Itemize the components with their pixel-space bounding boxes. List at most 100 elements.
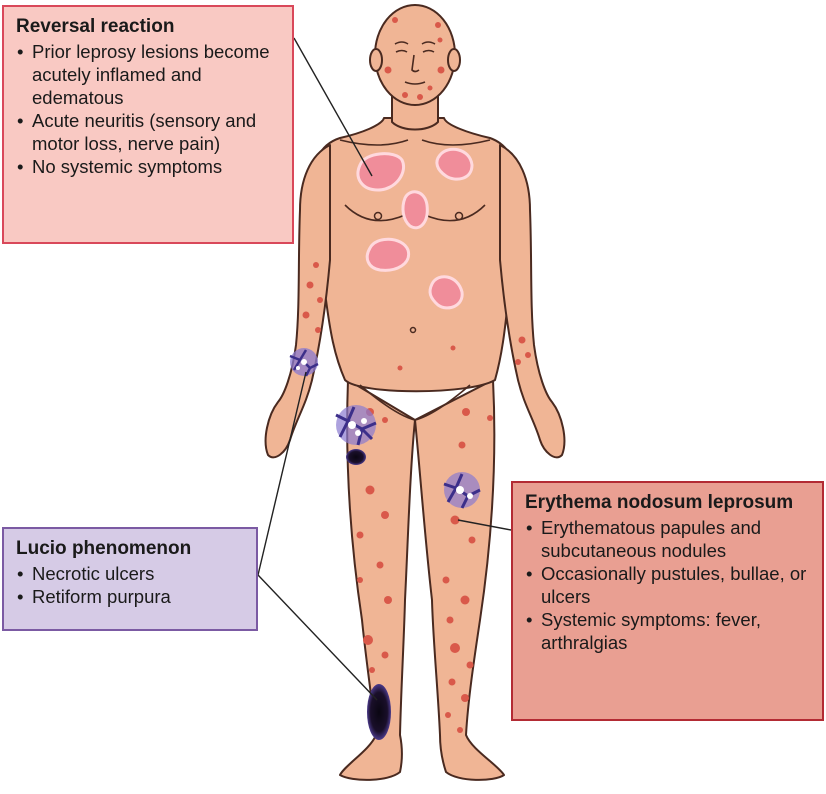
enl-nodule xyxy=(450,643,460,653)
enl-nodule xyxy=(381,651,389,659)
enl-nodule xyxy=(458,441,466,449)
torso xyxy=(311,117,520,393)
erythema-nodosum-leprosum-box: Erythema nodosum leprosum Erythematous p… xyxy=(511,481,824,721)
reversal-plaque xyxy=(356,152,405,192)
enl-nodule xyxy=(457,727,463,733)
enl-nodule xyxy=(381,511,389,519)
lucio-phenomenon-box: Lucio phenomenon Necrotic ulcers Retifor… xyxy=(2,527,258,631)
list-item: Occasionally pustules, bullae, or ulcers xyxy=(525,562,812,608)
list-item: Erythematous papules and subcutaneous no… xyxy=(525,516,812,562)
list-item: Necrotic ulcers xyxy=(16,562,246,585)
enl-nodule xyxy=(376,561,384,569)
nose xyxy=(411,54,420,73)
enl-nodule xyxy=(417,94,423,100)
enl-nodule xyxy=(369,667,375,673)
nipples xyxy=(373,211,464,334)
lucio-phenomenon-title: Lucio phenomenon xyxy=(16,538,192,559)
reversal-plaques xyxy=(356,147,474,310)
enl-nodule xyxy=(445,712,451,718)
navel xyxy=(409,326,417,334)
list-item: Acute neuritis (sensory and motor loss, … xyxy=(16,109,282,155)
enl-nodule xyxy=(462,408,470,416)
enl-nodule xyxy=(315,327,321,333)
left-nipple xyxy=(373,211,383,221)
right-leg xyxy=(414,379,505,781)
reversal-plaque xyxy=(365,237,411,272)
enl-nodule xyxy=(317,297,323,303)
reversal-plaque xyxy=(435,147,474,181)
right-eyebrow xyxy=(421,41,436,45)
enl-nodule xyxy=(468,536,476,544)
list-item: Retiform purpura xyxy=(16,585,246,608)
anatomy-lines xyxy=(339,41,491,421)
enl-nodule xyxy=(466,661,474,669)
enl-nodule xyxy=(450,515,460,525)
enl-nodule xyxy=(302,311,310,319)
left-eye xyxy=(395,49,408,53)
head xyxy=(374,4,456,106)
reversal-plaque xyxy=(401,190,429,230)
enl-nodules xyxy=(302,17,531,733)
reversal-reaction-title: Reversal reaction xyxy=(16,16,175,37)
necrotic-ulcer xyxy=(346,449,366,465)
right-eye xyxy=(422,49,435,53)
enl-nodule xyxy=(446,616,454,624)
retiform-purpura-group xyxy=(289,348,481,509)
collarbones xyxy=(339,139,491,146)
enl-nodule xyxy=(384,596,392,604)
left-leg xyxy=(339,379,416,781)
leader-lines xyxy=(257,37,512,701)
right-ear xyxy=(447,48,461,72)
enl-nodule xyxy=(448,678,456,686)
reversal-reaction-list: Prior leprosy lesions become acutely inf… xyxy=(16,40,282,178)
retiform-purpura xyxy=(289,348,319,377)
enl-nodule xyxy=(437,37,443,43)
necrotic-ulcers xyxy=(346,449,391,740)
necrotic-ulcer xyxy=(367,684,391,740)
enl-nodule xyxy=(306,281,314,289)
retiform-purpura xyxy=(443,472,481,509)
lucio-phenomenon-list: Necrotic ulcers Retiform purpura xyxy=(16,562,246,608)
enl-nodule xyxy=(442,576,450,584)
leader-lucio-upper xyxy=(257,371,307,576)
left-eyebrow xyxy=(394,41,409,45)
retiform-purpura xyxy=(335,405,377,446)
leader-lucio-lower xyxy=(257,574,378,701)
mouth xyxy=(404,81,426,85)
enl-nodule xyxy=(437,66,445,74)
enl-nodule xyxy=(518,336,526,344)
reversal-plaque xyxy=(428,275,464,310)
list-item: No systemic symptoms xyxy=(16,155,282,178)
reversal-reaction-box: Reversal reaction Prior leprosy lesions … xyxy=(2,5,294,244)
erythema-nodosum-leprosum-list: Erythematous papules and subcutaneous no… xyxy=(525,516,812,654)
erythema-nodosum-leprosum-title: Erythema nodosum leprosum xyxy=(525,492,794,513)
enl-nodule xyxy=(487,415,493,421)
right-arm xyxy=(499,144,566,459)
list-item: Prior leprosy lesions become acutely inf… xyxy=(16,40,282,109)
enl-nodule xyxy=(384,66,392,74)
left-ear xyxy=(369,48,383,72)
enl-nodule xyxy=(365,485,375,495)
leader-enl xyxy=(457,519,512,531)
chest-line-left xyxy=(344,204,406,222)
list-item: Systemic symptoms: fever, arthralgias xyxy=(525,608,812,654)
right-nipple xyxy=(454,211,464,221)
leader-reversal xyxy=(293,37,373,177)
enl-nodule xyxy=(460,595,470,605)
enl-nodule xyxy=(461,694,469,702)
enl-nodule xyxy=(515,359,521,365)
groin-line xyxy=(359,384,471,421)
enl-nodule xyxy=(525,352,531,358)
enl-nodule xyxy=(450,345,456,351)
enl-nodule xyxy=(397,365,403,371)
enl-nodule xyxy=(402,92,408,98)
enl-nodule xyxy=(435,22,441,28)
enl-nodule xyxy=(382,417,388,423)
enl-nodule xyxy=(313,262,319,268)
enl-nodule xyxy=(363,635,373,645)
enl-nodule xyxy=(356,531,364,539)
enl-nodule xyxy=(392,17,398,23)
left-arm xyxy=(264,144,331,459)
enl-nodule xyxy=(427,85,433,91)
